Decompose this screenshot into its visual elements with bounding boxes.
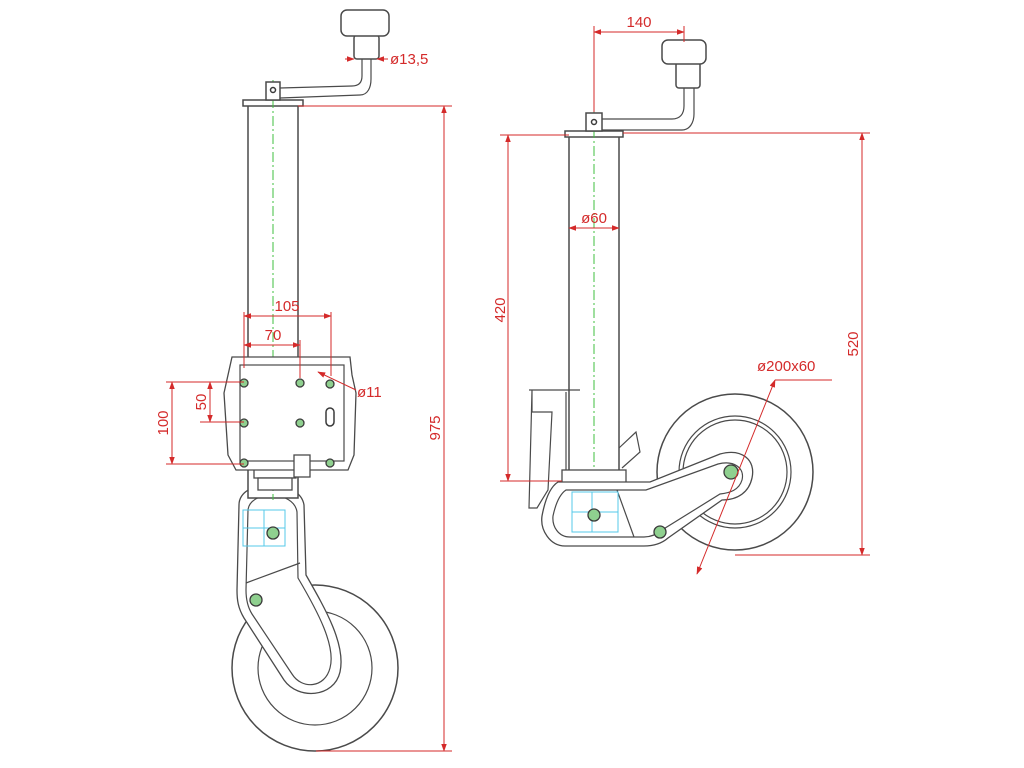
side-crank-pin-hole xyxy=(590,118,598,126)
front-plate-inner xyxy=(239,364,345,462)
dim-total-height: 975 xyxy=(427,415,444,440)
side-bracket xyxy=(528,389,580,509)
front-plate-hole xyxy=(295,378,305,388)
dim-bolt-hole: ø11 xyxy=(357,384,382,401)
side-tube-lug xyxy=(618,430,641,469)
dim-crank-offset: 140 xyxy=(626,14,651,31)
dim-tube-height: 420 xyxy=(492,297,509,322)
side-crank-arm xyxy=(602,88,695,131)
dim-bolt-spacing: 50 xyxy=(193,394,210,411)
front-mounting-plate xyxy=(223,356,357,478)
dim-plate-width-outer: 105 xyxy=(274,298,299,315)
side-crank-handle xyxy=(585,39,707,132)
front-dimensions: ø13,5 975 105 70 ø11 100 50 xyxy=(155,51,452,752)
front-plate-hole xyxy=(295,418,305,428)
dim-bolt-hole-leader xyxy=(317,371,357,391)
front-plate-hole xyxy=(325,458,335,468)
front-arm-bolt-hole xyxy=(266,526,280,540)
dim-wheel-size: ø200x60 xyxy=(757,358,815,375)
front-plate-outline xyxy=(223,356,357,471)
front-clamp-collar-lower xyxy=(257,477,293,491)
dim-height-retracted: 520 xyxy=(845,331,862,356)
front-crank-handle xyxy=(265,9,390,101)
front-plate-hole xyxy=(239,378,249,388)
front-plate-hole xyxy=(325,379,335,389)
front-plate-slot xyxy=(325,407,335,427)
side-arm-pivot-hole xyxy=(653,525,667,539)
side-arm-rib xyxy=(616,489,635,538)
dim-handle-diameter: ø13,5 xyxy=(390,51,428,68)
dim-wheel-diameter-line xyxy=(696,379,776,575)
front-crank-pin-hole xyxy=(269,86,277,94)
dim-plate-width-inner: 70 xyxy=(265,327,282,344)
side-view: 140 ø60 420 520 ø200x60 xyxy=(492,14,870,575)
side-crank-stem xyxy=(675,61,701,89)
front-crank-arm xyxy=(279,56,372,99)
dim-plate-height: 100 xyxy=(155,410,172,435)
side-arm-bolt-hole xyxy=(587,508,601,522)
dim-tube-diameter: ø60 xyxy=(581,210,607,227)
side-crank-knob xyxy=(661,39,707,65)
front-plate-hole xyxy=(239,458,249,468)
front-crank-stem xyxy=(353,34,380,60)
front-view: ø13,5 975 105 70 ø11 100 50 xyxy=(155,9,452,752)
side-dimensions: 140 ø60 420 520 ø200x60 xyxy=(492,14,870,575)
front-crank-knob xyxy=(340,9,390,37)
front-arm-pivot-hole xyxy=(249,593,263,607)
front-plate-bracket xyxy=(293,454,311,478)
front-arm-rib xyxy=(245,562,301,584)
front-plate-hole xyxy=(239,418,249,428)
